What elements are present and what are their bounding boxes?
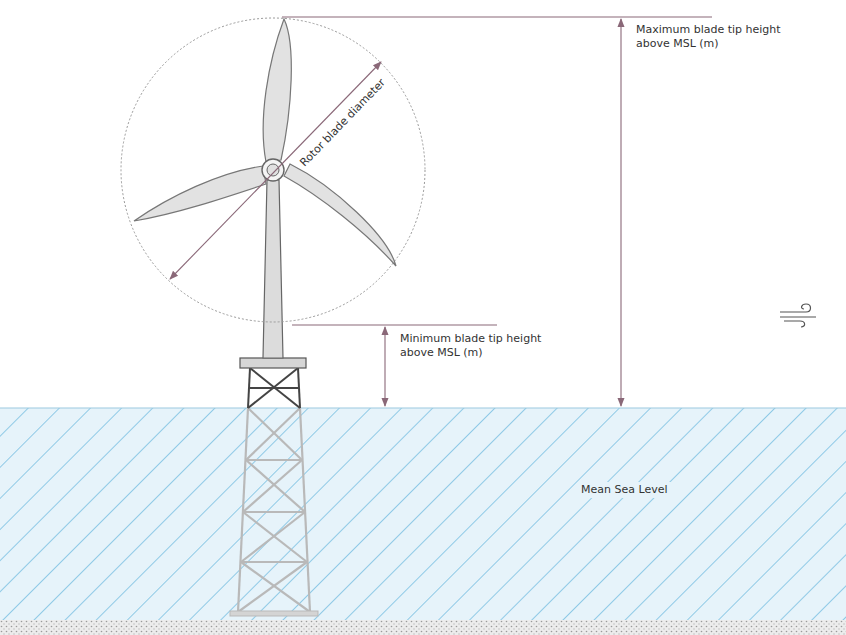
jacket-submerged	[230, 408, 318, 616]
region-label: Mean Sea Level	[578, 482, 671, 498]
dimension-label: Rotor blade diameter	[297, 76, 388, 170]
seabed-texture	[0, 620, 846, 635]
platform	[240, 358, 306, 368]
dimension-lines	[170, 17, 712, 406]
wind-symbol	[780, 304, 816, 327]
rotor-blades	[134, 19, 396, 266]
dimension-label: Minimum blade tip height above MSL (m)	[400, 332, 578, 360]
seabed	[0, 620, 846, 635]
sea	[0, 408, 846, 620]
rotor-swept-area	[121, 18, 425, 322]
sea-hatching	[0, 408, 846, 620]
sea-surface	[0, 407, 846, 408]
dimension-label: Maximum blade tip height above MSL (m)	[636, 23, 814, 51]
jacket-above-water	[248, 368, 300, 408]
hub-nose	[267, 164, 279, 176]
hub	[262, 159, 284, 181]
tower	[263, 180, 283, 358]
